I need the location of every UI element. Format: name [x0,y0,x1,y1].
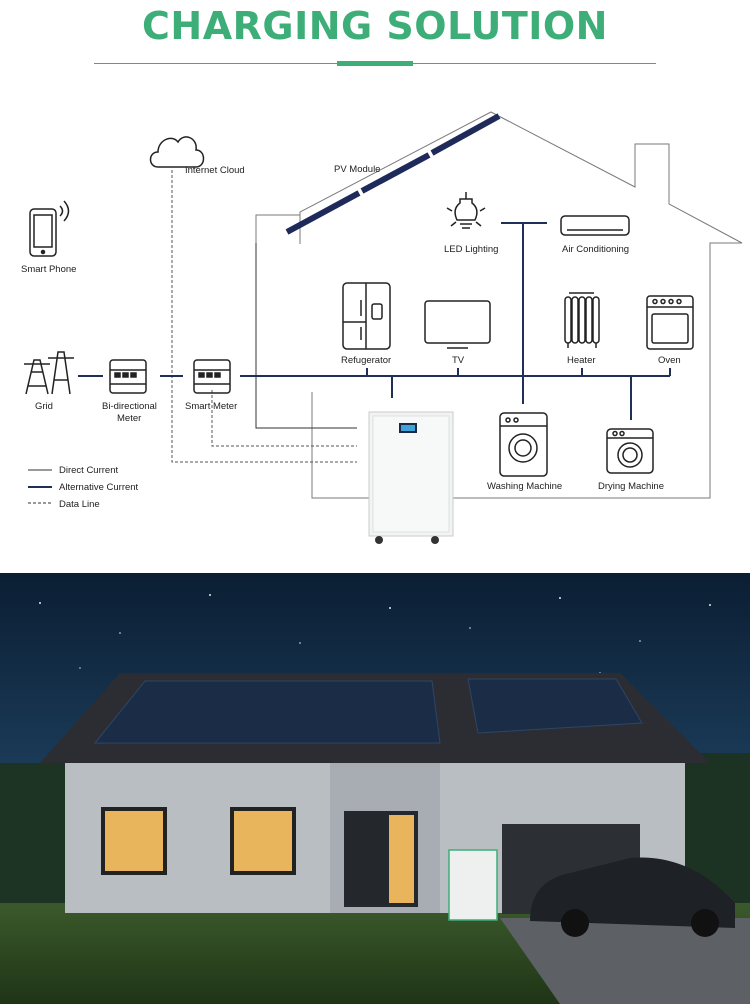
smart-phone-label: Smart Phone [21,264,76,275]
air-conditioning-label: Air Conditioning [562,244,629,255]
oven-label: Oven [658,355,681,366]
legend-alternative-current: Alternative Current [59,482,139,493]
heater-icon [564,292,600,348]
bi-meter-label-line2: Meter [117,413,141,424]
house-outline [255,111,743,499]
refrigerator-icon [342,282,391,350]
grid-label: Grid [35,401,53,412]
washing-machine-icon [499,412,548,477]
drying-machine-label: Drying Machine [598,481,664,492]
led-lighting-icon [446,192,486,229]
charging-diagram: Internet Cloud PV Module Smart Phone LED… [21,111,743,544]
tv-icon [424,300,491,349]
ac-lines [78,222,671,420]
oven-icon [646,295,694,350]
title-divider-accent [337,61,413,66]
data-lines [171,170,357,463]
pv-module-label: PV Module [334,164,380,175]
smart-meter-icon [193,359,231,394]
dc-lines [255,243,357,429]
stars [39,594,711,684]
drying-machine-icon [606,428,654,474]
legend: Direct Current Alternative Current Data … [28,465,139,510]
battery-cabinet [368,411,454,544]
air-conditioner-icon [560,215,630,236]
refrigerator-label: Refugerator [341,355,391,366]
bi-directional-meter-icon [109,359,147,394]
legend-direct-current: Direct Current [59,465,118,476]
led-lighting-label: LED Lighting [444,244,498,255]
cloud-icon [149,136,205,168]
night-house-photo [0,573,750,1004]
smart-phone-icon [29,200,70,257]
internet-cloud-label: Internet Cloud [185,165,245,176]
tv-label: TV [452,355,465,366]
grid-tower-icon [24,351,74,395]
legend-data-line: Data Line [59,499,100,510]
page-title: CHARGING SOLUTION [142,4,608,48]
washing-machine-label: Washing Machine [487,481,562,492]
heater-label: Heater [567,355,596,366]
bi-meter-label-line1: Bi-directional [102,401,157,412]
pv-module [285,113,501,235]
smart-meter-label: Smart Meter [185,401,237,412]
